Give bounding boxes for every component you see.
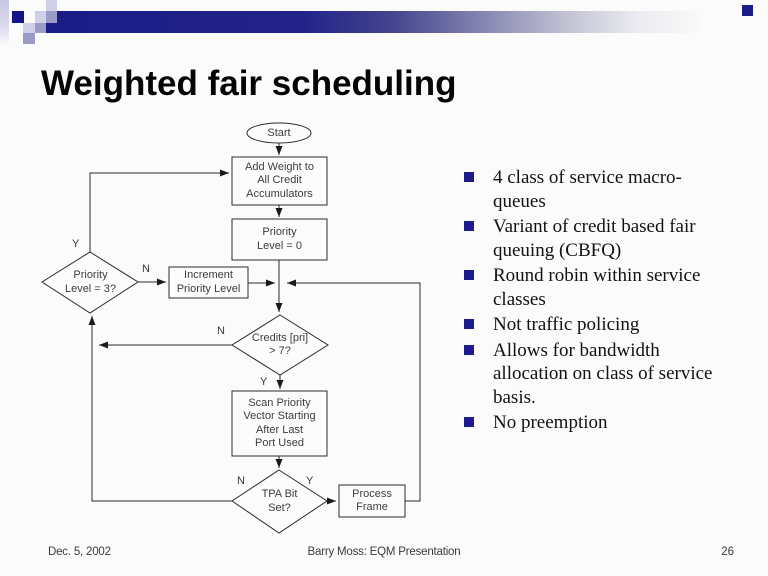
yes-label-tpa: Y bbox=[306, 475, 314, 487]
arrow-yes-loop-to-addweight bbox=[89, 169, 229, 252]
bullet-text: Round robin within service classes bbox=[493, 265, 701, 310]
arrow-tpa-no-loop bbox=[88, 316, 232, 502]
add-weight-box bbox=[231, 156, 328, 206]
arrow-process-loop-to-trunk bbox=[287, 279, 421, 502]
scan-priority-label: Scan Priority Vector Starting After Last… bbox=[243, 396, 316, 450]
deco-light-square bbox=[35, 11, 46, 23]
deco-light-square bbox=[46, 0, 57, 11]
yes-label-priority: Y bbox=[72, 238, 80, 250]
list-item: 4 class of service macro- queues bbox=[464, 166, 754, 213]
footer-title: Barry Moss: EQM Presentation bbox=[307, 546, 461, 558]
bullet-square-icon bbox=[464, 221, 474, 231]
increment-label: Increment Priority Level bbox=[176, 269, 241, 295]
bullet-text: 4 class of service macro- queues bbox=[493, 167, 682, 212]
footer-page-number: 26 bbox=[721, 546, 734, 558]
list-item: No preemption bbox=[464, 411, 754, 435]
bullet-square-icon bbox=[464, 270, 474, 280]
bullet-square-icon bbox=[464, 319, 474, 329]
priority-check-label: Priority Level = 3? bbox=[64, 269, 117, 295]
priority-zero-box bbox=[231, 218, 328, 261]
slide-title: Weighted fair scheduling bbox=[41, 64, 457, 103]
credits-check-label: Credits [pri] > 7? bbox=[251, 331, 309, 358]
bullet-text: Not traffic policing bbox=[493, 314, 640, 335]
list-item: Variant of credit based fair queuing (CB… bbox=[464, 215, 754, 262]
priority-check-diamond bbox=[41, 251, 139, 314]
bullet-text: No preemption bbox=[493, 412, 608, 433]
deco-light-square bbox=[23, 23, 35, 33]
deco-navy-square-right bbox=[742, 5, 753, 16]
list-item: Not traffic policing bbox=[464, 313, 754, 337]
bullet-text: Variant of credit based fair queuing (CB… bbox=[493, 216, 696, 261]
deco-medium-square bbox=[23, 33, 35, 44]
process-frame-label: Process Frame bbox=[352, 487, 392, 514]
list-item: Round robin within service classes bbox=[464, 264, 754, 311]
yes-label-credits: Y bbox=[260, 376, 268, 388]
add-weight-label: Add Weight to All Credit Accumulators bbox=[245, 160, 314, 200]
deco-navy-square-left bbox=[12, 11, 24, 23]
start-label: Start bbox=[267, 126, 291, 139]
bullet-text: Allows for bandwidth allocation on class… bbox=[493, 339, 713, 408]
bullet-square-icon bbox=[464, 417, 474, 427]
deco-left-strip bbox=[0, 0, 9, 44]
deco-navy-square bbox=[46, 23, 57, 33]
start-oval bbox=[246, 122, 312, 144]
priority-zero-label: Priority Level = 0 bbox=[257, 226, 302, 252]
tpa-check-label: TPA Bit Set? bbox=[261, 488, 298, 514]
no-label-tpa: N bbox=[237, 475, 245, 487]
deco-medium-square bbox=[35, 23, 46, 33]
increment-box bbox=[168, 266, 249, 299]
scan-priority-box bbox=[231, 390, 328, 457]
deco-medium-square bbox=[46, 11, 57, 23]
bullet-square-icon bbox=[464, 344, 474, 355]
tpa-check-diamond bbox=[231, 469, 328, 534]
bullet-square-icon bbox=[464, 172, 474, 182]
no-label-priority: N bbox=[142, 263, 150, 275]
footer-date: Dec. 5, 2002 bbox=[48, 546, 111, 558]
credits-check-diamond bbox=[231, 314, 329, 376]
list-item: Allows for bandwidth allocation on class… bbox=[464, 339, 754, 410]
bullet-list: 4 class of service macro- queues Variant… bbox=[464, 166, 754, 437]
process-frame-box bbox=[338, 484, 406, 518]
deco-gradient-bar bbox=[57, 11, 702, 33]
no-label-credits: N bbox=[217, 325, 225, 337]
